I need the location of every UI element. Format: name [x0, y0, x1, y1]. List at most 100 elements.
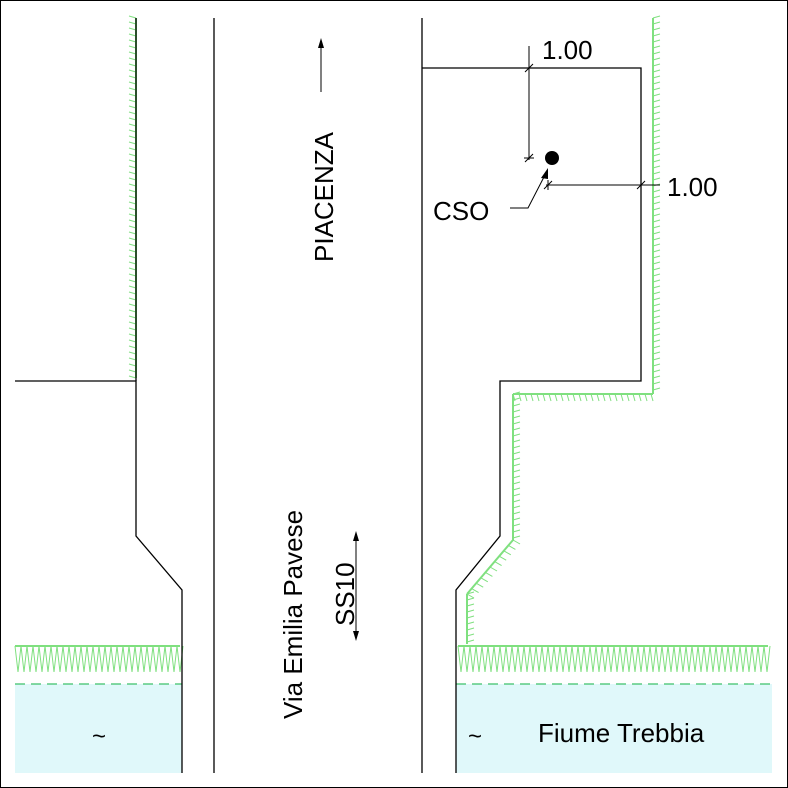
vegetation-right-step-tick: [644, 393, 648, 402]
riverbank-left-tooth: [116, 645, 124, 673]
vegetation-right-upper-tick: [652, 81, 661, 85]
dim-horizontal-label: 1.00: [667, 172, 718, 202]
site-lines: [15, 18, 642, 773]
vegetation-right-lower-tick: [466, 597, 475, 601]
vegetation-right-step-tick: [548, 393, 552, 402]
vegetation-right-step-tick: [572, 393, 576, 402]
vegetation-left-tick: [128, 159, 137, 163]
direction-arrow: [318, 38, 324, 92]
vegetation-left-tick: [128, 171, 137, 175]
vegetation-right-upper-tick: [652, 357, 661, 361]
vegetation-left-tick: [128, 309, 137, 313]
riverbank-right-tooth: [529, 645, 537, 673]
riverbank-left-tooth: [68, 645, 76, 673]
vegetation-right-diagonal-tick: [485, 571, 493, 577]
vegetation-left-tick: [128, 219, 137, 223]
vegetation-right-upper-tick: [652, 99, 661, 103]
riverbank-left-tooth: [74, 645, 82, 673]
vegetation-right-lower: [466, 591, 475, 644]
dim-vertical-label: 1.00: [542, 35, 593, 65]
vegetation-right-upper-tick: [652, 201, 661, 205]
riverbank-right-tooth: [757, 645, 765, 673]
riverbank-right-tooth: [565, 645, 573, 673]
vegetation-left-tick: [128, 345, 137, 349]
riverbank-right-tooth: [703, 645, 711, 673]
vegetation-right-upper-tick: [652, 147, 661, 151]
riverbank-right-tooth: [583, 645, 591, 673]
riverbank-right-tooth: [721, 645, 729, 673]
vegetation-left-tick: [128, 63, 137, 67]
vegetation-right-upper-tick: [652, 57, 661, 61]
vegetation-right-upper-tick: [652, 309, 661, 313]
vegetation-right-diagonal-tick: [508, 544, 516, 550]
vegetation-right-upper-tick: [652, 135, 661, 139]
vegetation-left-tick: [128, 141, 137, 145]
riverbank-right-tooth: [535, 645, 543, 673]
vegetation-left-tick: [128, 129, 137, 133]
vegetation-left: [128, 15, 137, 379]
riverbank-right-tooth: [475, 645, 483, 673]
cso-leader: [510, 174, 546, 209]
vegetation-right-upper-tick: [652, 297, 661, 301]
vegetation-left-tick: [128, 357, 137, 361]
riverbank-left-tooth: [38, 645, 46, 673]
riverbank-right-tooth: [541, 645, 549, 673]
vegetation-right-step-tick: [584, 393, 588, 402]
riverbank-left-tooth: [128, 645, 136, 673]
vegetation-right-upper-tick: [652, 225, 661, 229]
vegetation-right-step-tick: [632, 393, 636, 402]
riverbank-left-tooth: [122, 645, 130, 673]
vegetation-right-middle-tick: [512, 505, 521, 509]
vegetation-right-step-tick: [602, 393, 606, 402]
vegetation-right-upper-tick: [652, 129, 661, 133]
riverbank-left-tooth: [80, 645, 88, 673]
vegetation-right-middle-tick: [512, 403, 521, 407]
vegetation-left-tick: [128, 183, 137, 187]
vegetation-right-upper-tick: [652, 39, 661, 43]
vegetation-right-lower-tick: [466, 633, 475, 637]
vegetation-right-upper: [652, 15, 661, 394]
vegetation-right-upper-tick: [652, 165, 661, 169]
vegetation-right-diagonal-tick: [498, 555, 507, 561]
riverbank-right-tooth: [655, 645, 663, 673]
vegetation-left-tick: [128, 255, 137, 259]
vegetation-left-tick: [128, 369, 137, 373]
vegetation-right-middle-tick: [512, 421, 521, 425]
vegetation-right-middle-tick: [512, 511, 521, 515]
riverbank-left-tooth: [134, 645, 142, 673]
riverbank-left-tooth: [92, 645, 100, 673]
vegetation-right-middle-tick: [512, 457, 521, 461]
riverbank-right-tooth: [613, 645, 621, 673]
vegetation-right-middle-tick: [512, 517, 521, 521]
left-boundary: [15, 380, 183, 773]
vegetation-right-lower-tick: [466, 621, 475, 625]
vegetation-right-step-tick: [608, 393, 612, 402]
vegetation-left-tick: [128, 177, 137, 181]
riverbank-right-tooth: [763, 645, 771, 673]
vegetation-left-tick: [128, 213, 137, 217]
riverbank-right-tooth: [523, 645, 531, 673]
riverbank-right-tooth: [487, 645, 495, 673]
vegetation-left-tick: [128, 111, 137, 115]
vegetation-left-tick: [128, 333, 137, 337]
riverbank-left-tooth: [44, 645, 52, 673]
vegetation-right-upper-tick: [652, 27, 661, 31]
vegetation-right-step-tick: [596, 393, 600, 402]
vegetation-right-step-tick: [536, 393, 540, 402]
vegetation-right-middle-tick: [512, 529, 521, 533]
vegetation-right-middle-tick: [512, 439, 521, 443]
vegetation-right-diagonal-tick: [503, 550, 512, 556]
vegetation-left-tick: [128, 93, 137, 97]
riverbank-right-tooth: [553, 645, 561, 673]
vegetation-right-upper-tick: [652, 255, 661, 259]
vegetation-left-tick: [128, 279, 137, 283]
vegetation-right-upper-tick: [652, 267, 661, 271]
riverbank-right-tooth: [631, 645, 639, 673]
vegetation-left-tick: [128, 315, 137, 319]
vegetation-right-upper-tick: [652, 321, 661, 325]
vegetation-left-tick: [128, 15, 137, 19]
vegetation-right-upper-tick: [652, 93, 661, 97]
vegetation-right-upper-tick: [652, 219, 661, 223]
riverbank-left-tooth: [14, 645, 22, 673]
vegetation-left-tick: [128, 117, 137, 121]
